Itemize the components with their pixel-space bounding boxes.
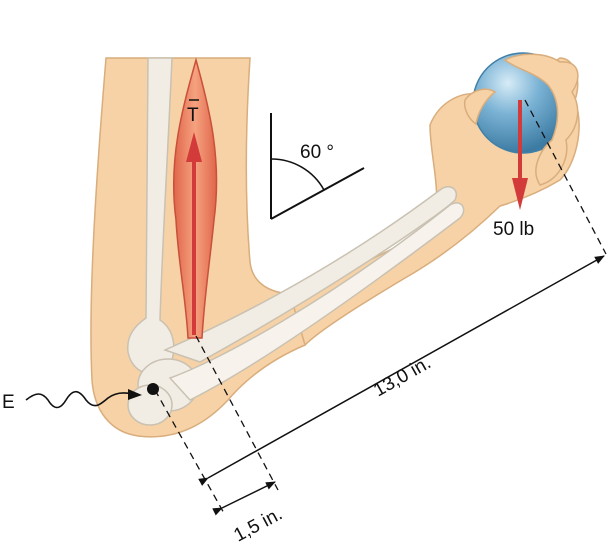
- elbow-pointer-wave: [25, 390, 133, 409]
- weight-label: 50 lb: [493, 219, 534, 240]
- weight-arrow-head: [512, 178, 528, 210]
- long-dimension-line: [198, 255, 605, 486]
- short-distance-label: 1,5 in.: [230, 504, 286, 547]
- elbow-label: E: [2, 392, 15, 413]
- hand-thumb: [463, 88, 497, 126]
- long-distance-label: 13,0 in.: [370, 352, 435, 401]
- angle-slanted-line: [270, 167, 365, 220]
- tension-arrow-head: [186, 132, 202, 162]
- short-dimension-line: [212, 481, 276, 516]
- pivot-point: [147, 383, 159, 395]
- angle-label: 60 °: [300, 142, 334, 163]
- dashed-line-weight: [524, 99, 607, 255]
- tension-label: T: [187, 105, 199, 126]
- angle-arc: [270, 158, 325, 191]
- elbow-pointer-head: [128, 389, 142, 400]
